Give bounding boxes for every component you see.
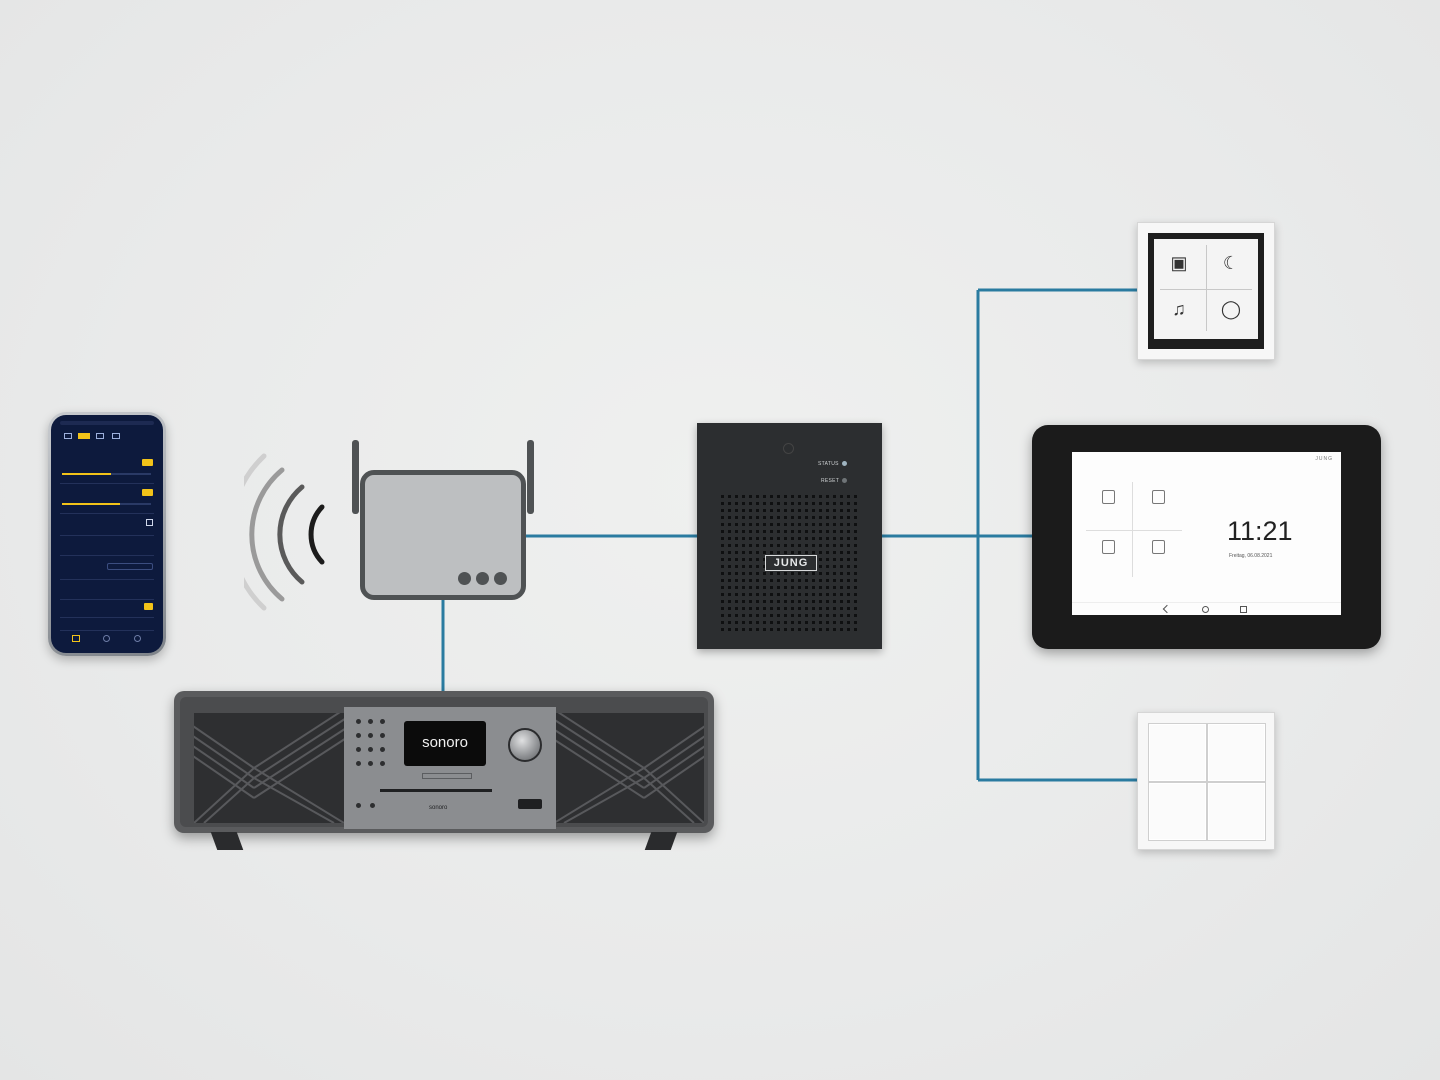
phone-value-badge bbox=[142, 489, 153, 496]
phone-divider bbox=[60, 513, 154, 514]
status-led bbox=[842, 461, 847, 466]
android-nav-bar bbox=[1072, 602, 1341, 615]
router-led bbox=[476, 572, 489, 585]
switch-key bbox=[1207, 782, 1266, 841]
router-led bbox=[458, 572, 471, 585]
phone-divider bbox=[60, 535, 154, 536]
phone-bottom-nav bbox=[60, 630, 154, 647]
four-key-switch bbox=[1137, 712, 1275, 850]
light-tab-icon bbox=[78, 433, 90, 439]
eye-icon bbox=[1102, 540, 1115, 554]
date: Freitag, 06.08.2021 bbox=[1229, 553, 1273, 559]
music-icon: ♫ bbox=[1172, 299, 1186, 319]
reset-label: RESET bbox=[821, 478, 840, 484]
speaker-grille-right bbox=[554, 713, 704, 823]
phone-screen bbox=[51, 415, 163, 653]
phone-divider bbox=[60, 483, 154, 484]
home-icon bbox=[1202, 606, 1209, 613]
building-icon bbox=[1152, 490, 1165, 504]
speaker-grille-left bbox=[194, 713, 344, 823]
settings-icon bbox=[134, 635, 141, 642]
phone-value-badge bbox=[142, 459, 153, 466]
switch-key bbox=[1207, 723, 1266, 782]
phone-divider bbox=[60, 599, 154, 600]
clock: 11:21 bbox=[1227, 516, 1293, 546]
switch-key bbox=[1148, 782, 1207, 841]
transport-buttons bbox=[422, 773, 472, 779]
tablet-brand: JUNG bbox=[1315, 456, 1333, 462]
recents-icon bbox=[1240, 606, 1247, 613]
scene-touch-panel: ▣ ☾ ♫ ◯ bbox=[1137, 222, 1275, 360]
router-led bbox=[494, 572, 507, 585]
phone-divider bbox=[60, 555, 154, 556]
usb-port bbox=[518, 799, 542, 809]
reset-button bbox=[842, 478, 847, 483]
jung-server: STATUS RESET JUNG bbox=[697, 423, 882, 649]
phone-tab-bar bbox=[60, 431, 154, 441]
display-brand: sonoro bbox=[422, 734, 468, 751]
phone-slider bbox=[62, 473, 151, 475]
router-antenna-left bbox=[352, 440, 359, 514]
sonoro-radio: sonoro sonoro bbox=[174, 691, 714, 833]
house-icon bbox=[1102, 490, 1115, 504]
blind-tab-icon bbox=[96, 433, 104, 439]
switch-key bbox=[1148, 723, 1207, 782]
jung-logo: JUNG bbox=[765, 555, 817, 571]
scene-icon: ▣ bbox=[1170, 253, 1188, 273]
tablet-tile bbox=[1084, 536, 1132, 576]
document-icon bbox=[1152, 540, 1165, 554]
screw-icon bbox=[783, 443, 794, 454]
scene-panel-screen: ▣ ☾ ♫ ◯ bbox=[1154, 239, 1258, 339]
status-label: STATUS bbox=[818, 461, 839, 467]
tablet-tile bbox=[1134, 536, 1182, 576]
phone-status-bar bbox=[60, 421, 154, 425]
phone-value-badge bbox=[144, 603, 153, 610]
back-icon bbox=[1162, 604, 1172, 614]
radio-display: sonoro bbox=[404, 721, 486, 766]
cd-slot bbox=[380, 789, 492, 792]
info-icon bbox=[103, 635, 110, 642]
phone-mode-buttons bbox=[107, 563, 153, 570]
smartphone bbox=[48, 412, 166, 656]
tablet-tile bbox=[1134, 486, 1182, 526]
wifi-signal-icon bbox=[244, 453, 325, 611]
phone-checkbox bbox=[146, 519, 153, 526]
tablet-screen: JUNG 11:21 Freitag, 06.08.2021 bbox=[1072, 452, 1341, 615]
dining-icon: ◯ bbox=[1220, 299, 1242, 319]
smart-visu-tablet: JUNG 11:21 Freitag, 06.08.2021 bbox=[1032, 425, 1381, 649]
router-antenna-right bbox=[527, 440, 534, 514]
radio-control-panel: sonoro sonoro bbox=[344, 707, 556, 829]
phone-slider bbox=[62, 503, 151, 505]
moon-icon: ☾ bbox=[1222, 253, 1240, 273]
phone-divider bbox=[60, 579, 154, 580]
heat-tab-icon bbox=[112, 433, 120, 439]
volume-knob bbox=[508, 728, 542, 762]
home-tab-icon bbox=[64, 433, 72, 439]
tablet-tile bbox=[1084, 486, 1132, 526]
home-icon bbox=[72, 635, 80, 642]
front-brand: sonoro bbox=[429, 805, 448, 811]
phone-divider bbox=[60, 617, 154, 618]
